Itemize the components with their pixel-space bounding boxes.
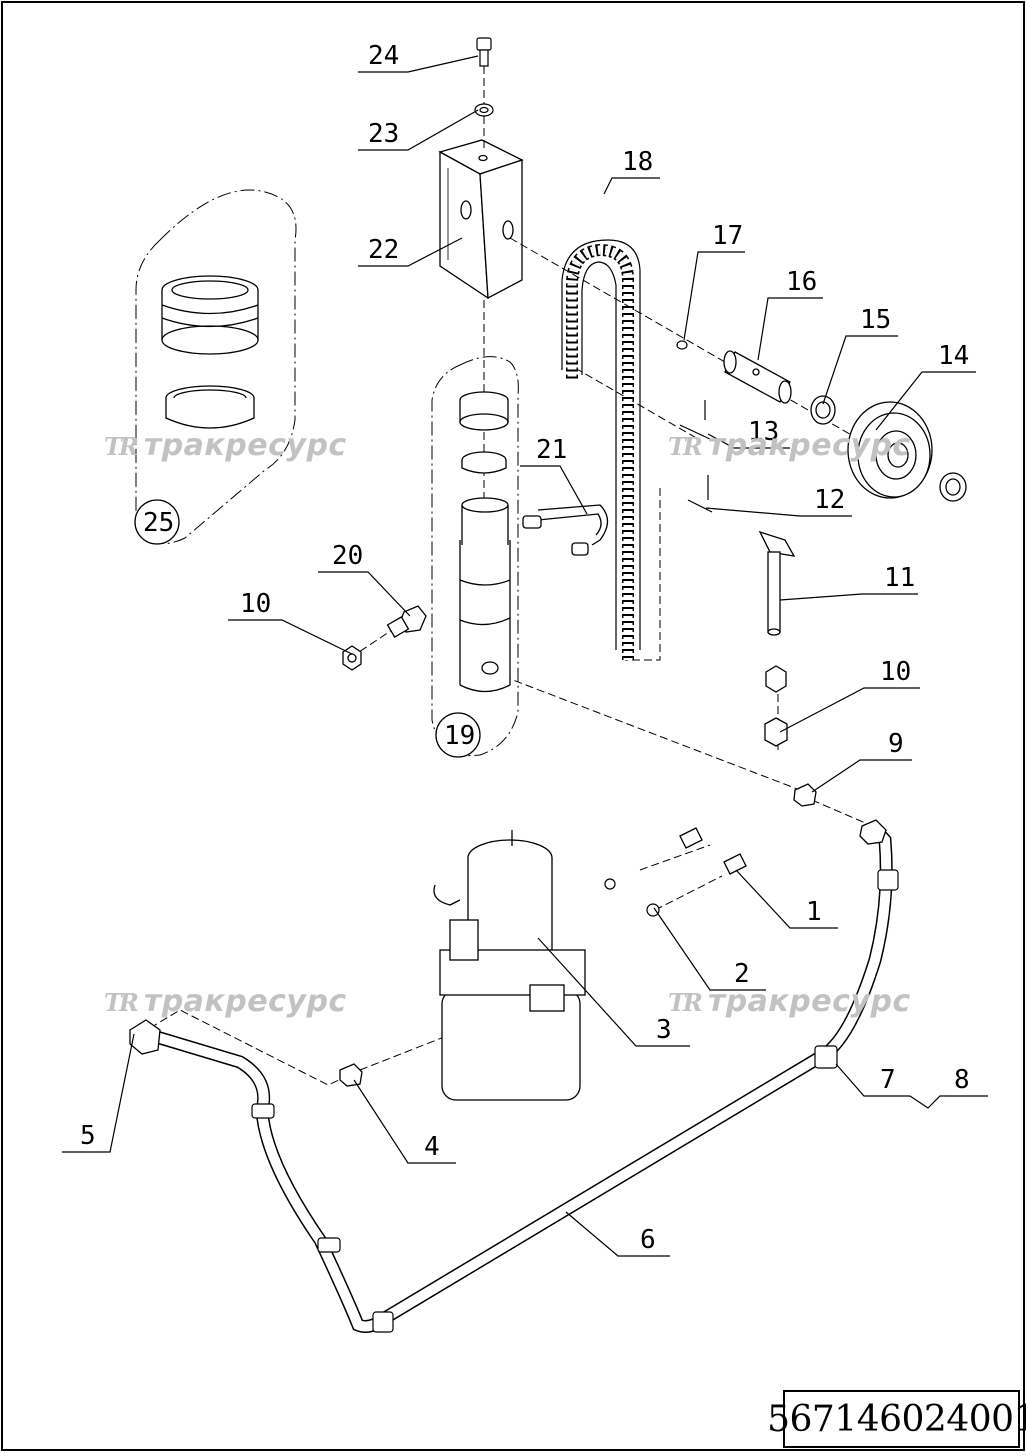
part-17-ring xyxy=(676,340,688,350)
callout-6: 6 xyxy=(640,1225,656,1255)
callout-circle-19 xyxy=(435,712,481,758)
part-22-block xyxy=(438,139,524,300)
part-19-cylinder xyxy=(459,391,511,693)
part-24-bolt xyxy=(476,37,492,67)
part-16-shaft xyxy=(723,350,792,404)
callout-21: 21 xyxy=(536,435,567,465)
callout-24: 24 xyxy=(368,41,399,71)
callout-9: 9 xyxy=(888,729,904,759)
part-11-lever xyxy=(758,530,796,636)
callout-22: 22 xyxy=(368,235,399,265)
callout-2: 2 xyxy=(734,959,750,989)
callout-25: 25 xyxy=(143,508,174,538)
part-10-nut-left xyxy=(342,645,362,671)
leader-lines xyxy=(62,55,988,1257)
part-12-pin xyxy=(687,475,713,513)
part-number-box: 567146024001 xyxy=(767,1390,1026,1448)
part-14-pulley xyxy=(847,401,933,499)
callout-8: 8 xyxy=(954,1065,970,1095)
callout-1: 1 xyxy=(806,897,822,927)
part-13-pin xyxy=(679,400,713,441)
part-3-power-unit xyxy=(433,830,586,1101)
callout-circle-25 xyxy=(134,499,180,545)
part-10-nut-right xyxy=(764,665,788,747)
part-4-fitting xyxy=(339,1063,363,1087)
group-25-outline xyxy=(135,189,297,545)
callout-11: 11 xyxy=(884,563,915,593)
part-25-seal-kit xyxy=(161,275,259,429)
part-5-elbow xyxy=(129,1019,161,1055)
part-6-hose xyxy=(148,825,893,1333)
callout-16: 16 xyxy=(786,267,817,297)
part-number: 567146024001 xyxy=(767,1398,1026,1440)
callout-18: 18 xyxy=(622,147,653,177)
callout-5: 5 xyxy=(80,1121,96,1151)
callout-17: 17 xyxy=(712,221,743,251)
part-2-washers xyxy=(604,878,660,917)
callout-13: 13 xyxy=(748,417,779,447)
hose-clamps xyxy=(251,869,899,1333)
callout-20: 20 xyxy=(332,541,363,571)
part-20-fitting xyxy=(386,605,427,638)
part-15-bearing xyxy=(810,395,836,425)
callout-labels: 1 2 3 4 5 6 7 8 9 10 10 11 12 13 14 15 1… xyxy=(80,41,970,1255)
callout-19: 19 xyxy=(444,721,475,751)
part-18-chain xyxy=(561,239,641,660)
part-9-fitting xyxy=(793,783,817,807)
callout-7: 7 xyxy=(880,1065,896,1095)
callout-12: 12 xyxy=(814,485,845,515)
group-19-outline xyxy=(431,356,519,757)
part-21-clamp xyxy=(522,504,609,556)
part-14-cap xyxy=(939,472,967,502)
callout-10-right: 10 xyxy=(880,657,911,687)
part-1-bolts xyxy=(679,827,747,875)
callout-3: 3 xyxy=(656,1015,672,1045)
callout-10-left: 10 xyxy=(240,589,271,619)
callout-23: 23 xyxy=(368,119,399,149)
callout-14: 14 xyxy=(938,341,969,371)
callout-15: 15 xyxy=(860,305,891,335)
part-8-fitting xyxy=(859,819,887,845)
callout-4: 4 xyxy=(424,1132,440,1162)
